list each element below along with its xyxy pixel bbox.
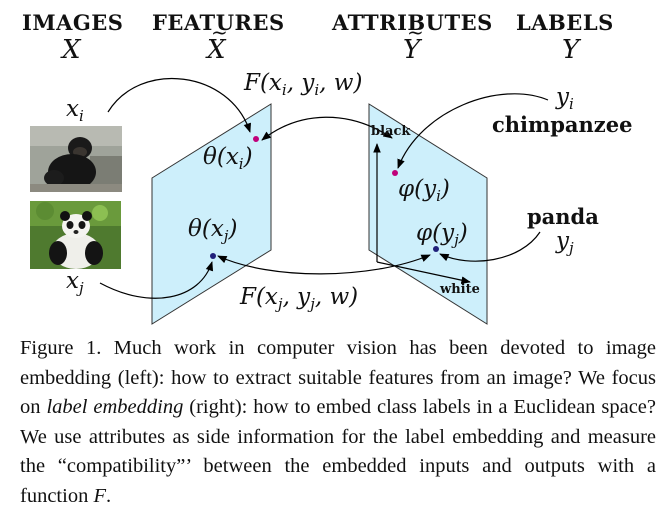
panda-photo xyxy=(30,201,121,269)
point-theta-i xyxy=(253,136,259,142)
label-yj: yj xyxy=(556,228,574,257)
arrow-xj-to-theta xyxy=(99,261,214,299)
phi-yi: φ(yi) xyxy=(398,176,450,205)
label-chimpanzee: chimpanzee xyxy=(492,112,633,137)
arrow-yi-to-phi xyxy=(397,93,549,169)
figure-1: IMAGES FEATURES ATTRIBUTES LABELS X X Y … xyxy=(0,0,671,330)
heading-images: IMAGES xyxy=(22,10,124,35)
feature-plane xyxy=(151,103,272,325)
point-theta-j xyxy=(210,253,216,259)
set-features: X xyxy=(207,20,227,65)
label-white: white xyxy=(440,282,480,297)
point-phi-i xyxy=(392,170,398,176)
f-bottom: F(xj, yj, w) xyxy=(240,284,359,313)
label-panda: panda xyxy=(527,204,599,229)
arrow-compat-i xyxy=(261,116,393,141)
label-xj: xj xyxy=(66,268,84,297)
set-images: X xyxy=(62,35,81,65)
embedding-diagram xyxy=(99,78,549,325)
caption-emphasis: label embedding xyxy=(46,396,184,418)
arrow-xi-to-theta xyxy=(107,78,251,133)
caption-function-F: F xyxy=(93,484,106,507)
chimpanzee-photo xyxy=(30,126,122,192)
set-labels: Y xyxy=(562,35,580,65)
f-top: F(xi, yi, w) xyxy=(244,70,363,99)
theta-xj: θ(xj) xyxy=(188,216,238,245)
phi-yj: φ(yj) xyxy=(416,220,468,249)
label-yi: yi xyxy=(556,84,574,113)
label-black: black xyxy=(371,124,411,139)
arrow-yj-to-phi xyxy=(439,231,541,262)
point-phi-j xyxy=(433,246,439,252)
theta-xi: θ(xi) xyxy=(203,144,253,173)
arrow-compat-j xyxy=(217,254,431,275)
axis-white xyxy=(376,261,471,284)
set-attributes: Y xyxy=(403,20,424,65)
figure-caption: Figure 1. Much work in computer vision h… xyxy=(20,337,656,507)
heading-labels: LABELS xyxy=(516,10,614,35)
label-xi: xi xyxy=(66,96,84,125)
